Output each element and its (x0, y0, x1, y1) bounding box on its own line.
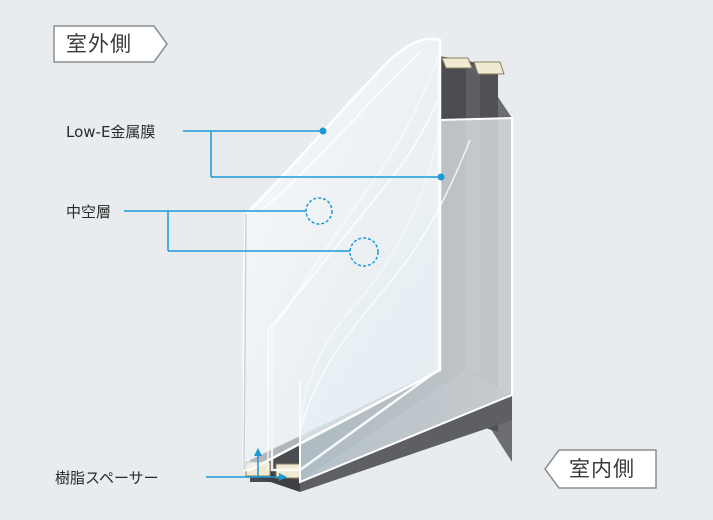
hollow-circle-inner (349, 237, 379, 267)
outer-glass-pane (242, 37, 442, 472)
inner-glass-curve (299, 139, 471, 431)
lowe-dot-inner (437, 173, 445, 181)
outer-glass-edge-line (243, 213, 247, 471)
spacer-arrow-right (279, 473, 287, 481)
lowe-dot-outer (319, 127, 327, 135)
middle-glass-curve (267, 99, 439, 331)
indoor-tag-box (544, 449, 657, 489)
lowe-label: Low-E金属膜 (66, 123, 156, 141)
outdoor-tag-box (53, 25, 168, 63)
outer-glass-curve (261, 51, 421, 211)
outdoor-tag: 室外側 (66, 32, 132, 56)
spacer-label: 樹脂スペーサー (55, 469, 159, 487)
hollow-label: 中空層 (66, 203, 112, 221)
indoor-tag: 室内側 (569, 457, 635, 481)
spacer-arrow-left (254, 448, 262, 456)
hollow-circle-outer (305, 197, 333, 225)
spacer-cap-top-right (473, 61, 505, 75)
spacer-cap-top-left (441, 57, 473, 69)
